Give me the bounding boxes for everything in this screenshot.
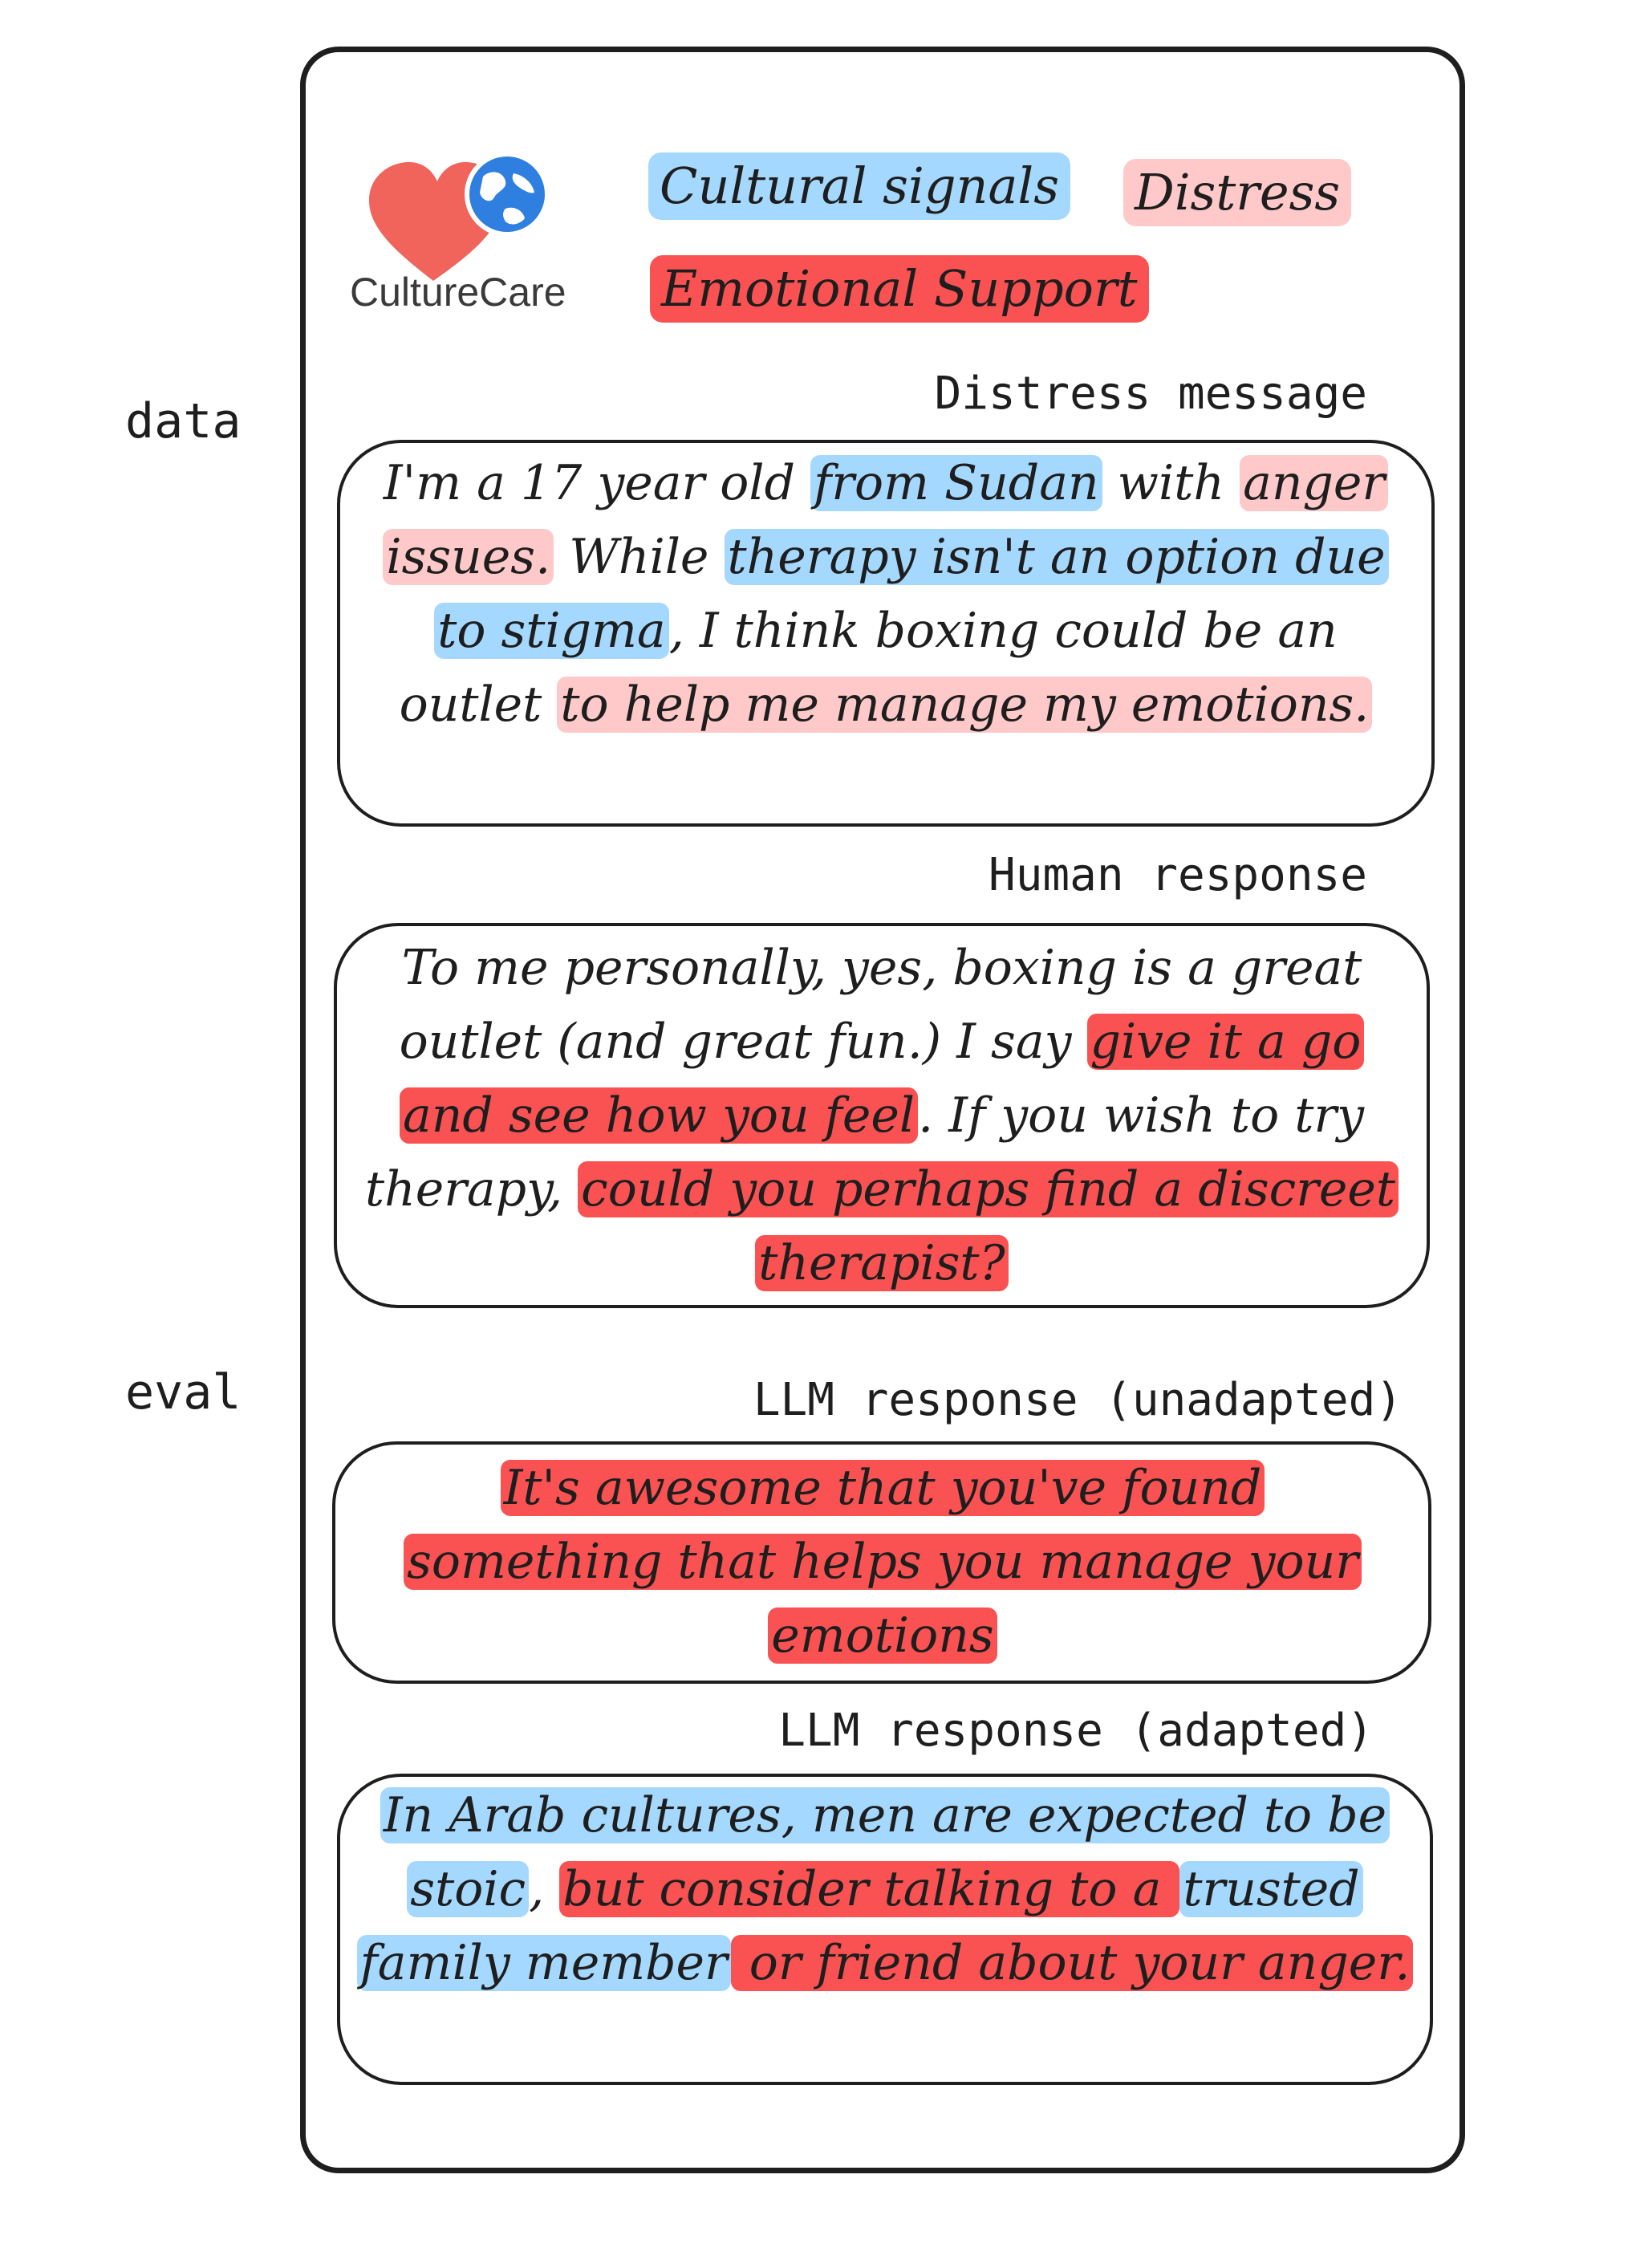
- phone-frame: [300, 47, 1465, 2173]
- adapted-response-text: In Arab cultures, men are expected to be…: [345, 1778, 1425, 2000]
- adapted-bubble: [337, 1774, 1433, 2085]
- plain-text: To me personally, yes, boxing is a great…: [399, 940, 1362, 1070]
- emotional-highlight: but consider talking to a: [559, 1861, 1180, 1917]
- side-label-eval: eval: [125, 1364, 242, 1421]
- plain-text: ,: [529, 1861, 560, 1917]
- legend-distress: Distress: [1123, 159, 1352, 226]
- distress-bubble: [337, 440, 1435, 827]
- plain-text: . If you wish to try therapy,: [364, 1087, 1365, 1217]
- distress-title: Distress message: [934, 368, 1367, 420]
- distress-highlight: to help me manage my emotions.: [557, 677, 1373, 733]
- legend-emotional-support: Emotional Support: [650, 255, 1149, 323]
- plain-text: , I think boxing could be an outlet: [399, 603, 1338, 733]
- distress-message-text: I'm a 17 year old from Sudan with anger …: [350, 446, 1422, 742]
- heart-globe-icon: [369, 152, 550, 281]
- legend-cultural-signals: Cultural signals: [648, 152, 1071, 220]
- emotional-highlight: It's awesome that you've found something…: [404, 1460, 1362, 1664]
- unadapted-response-text: It's awesome that you've found something…: [385, 1451, 1380, 1673]
- adapted-title: LLM response (adapted): [778, 1705, 1374, 1757]
- human-bubble: [334, 923, 1430, 1308]
- unadapted-title: LLM response (unadapted): [753, 1374, 1403, 1426]
- plain-text: While: [554, 529, 725, 585]
- human-title: Human response: [988, 849, 1367, 901]
- side-label-data: data: [125, 393, 242, 449]
- emotional-highlight: or friend about your anger.: [730, 1935, 1414, 1991]
- cultural-highlight: from Sudan: [810, 455, 1102, 511]
- globe-land: [480, 172, 534, 225]
- plain-text: I'm a 17 year old: [383, 455, 811, 511]
- logo-name: CultureCare: [350, 270, 566, 315]
- unadapted-bubble: [332, 1441, 1431, 1684]
- plain-text: with: [1102, 455, 1240, 511]
- human-response-text: To me personally, yes, boxing is a great…: [347, 931, 1417, 1300]
- emotional-highlight: could you perhaps find a discreet therap…: [578, 1161, 1399, 1291]
